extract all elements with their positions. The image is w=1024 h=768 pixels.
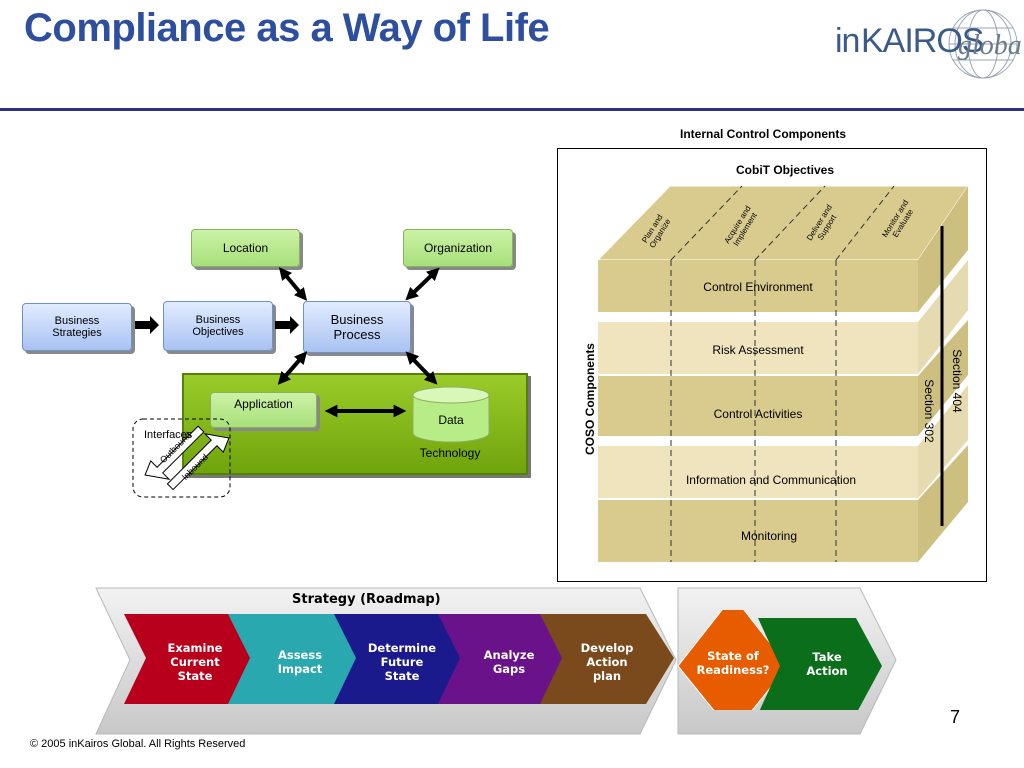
arrow-location-process xyxy=(278,267,308,301)
layer-information-communication: Information and Communication xyxy=(685,473,857,487)
interfaces-box xyxy=(132,418,231,498)
arrow-objectives-process xyxy=(275,316,299,334)
arrow-strategies-objectives xyxy=(135,316,159,334)
copyright-footer: © 2005 inKairos Global. All Rights Reser… xyxy=(30,738,246,750)
step-determine-future-state xyxy=(334,614,468,704)
arrow-process-data xyxy=(405,351,438,385)
cube-layers xyxy=(598,186,968,562)
application-box: Application xyxy=(210,392,317,428)
business-strategies-line1: Business xyxy=(54,315,100,327)
coso-label: COSO Components xyxy=(583,343,597,456)
section-302-label: Section 302 xyxy=(922,379,936,443)
slide-title: Compliance as a Way of Life xyxy=(24,6,550,50)
coso-cube xyxy=(596,185,969,562)
business-process-line1: Business xyxy=(330,312,384,327)
cube-header: Internal Control Components xyxy=(680,127,846,141)
business-strategies-line2: Strategies xyxy=(52,327,102,339)
inbound-arrow xyxy=(166,432,230,491)
step-assess-impact xyxy=(228,614,362,704)
technology-label: Technology xyxy=(419,446,481,460)
layer-risk-assessment: Risk Assessment xyxy=(712,343,804,357)
organization-label: Organization xyxy=(423,241,493,255)
take-action-arrow xyxy=(758,618,882,710)
cube-frame xyxy=(557,148,987,582)
layer-control-environment: Control Environment xyxy=(703,280,813,294)
svg-text:global: global xyxy=(958,30,1023,61)
application-label: Application xyxy=(234,397,293,411)
business-process-box: Business Process xyxy=(303,301,411,353)
location-label: Location xyxy=(222,241,269,255)
inkairos-logo: in KAIROS global xyxy=(835,9,1023,79)
arrow-organization-process xyxy=(405,267,440,301)
location-box: Location xyxy=(191,229,300,267)
svg-text:in: in xyxy=(835,22,859,60)
layer-monitoring: Monitoring xyxy=(740,529,798,543)
title-rule xyxy=(0,108,1024,111)
data-cylinder-icon xyxy=(412,386,490,443)
cobit-label: CobiT Objectives xyxy=(736,163,835,177)
step-develop-action-plan xyxy=(540,614,674,704)
business-strategies-box: Business Strategies xyxy=(22,303,132,351)
layer-control-activities: Control Activities xyxy=(713,407,803,421)
step-examine-current-state xyxy=(124,614,266,704)
diagram-arrows xyxy=(132,267,440,498)
step-analyze-gaps xyxy=(438,614,574,704)
roadmap-title: Strategy (Roadmap) xyxy=(292,592,441,607)
business-objectives-line2: Objectives xyxy=(192,326,244,338)
business-objectives-line1: Business xyxy=(195,314,241,326)
business-objectives-box: Business Objectives xyxy=(163,301,273,351)
organization-box: Organization xyxy=(403,229,513,267)
page-number: 7 xyxy=(950,707,961,727)
interfaces-label: Interfaces xyxy=(144,429,193,441)
business-process-line2: Process xyxy=(333,327,381,342)
svg-text:KAIROS: KAIROS xyxy=(861,22,984,60)
outbound-arrow xyxy=(144,425,205,481)
data-label: Data xyxy=(438,413,464,427)
roadmap-steps xyxy=(124,610,882,710)
section-404-label: Section 404 xyxy=(950,349,964,413)
arrow-process-application xyxy=(277,351,308,385)
